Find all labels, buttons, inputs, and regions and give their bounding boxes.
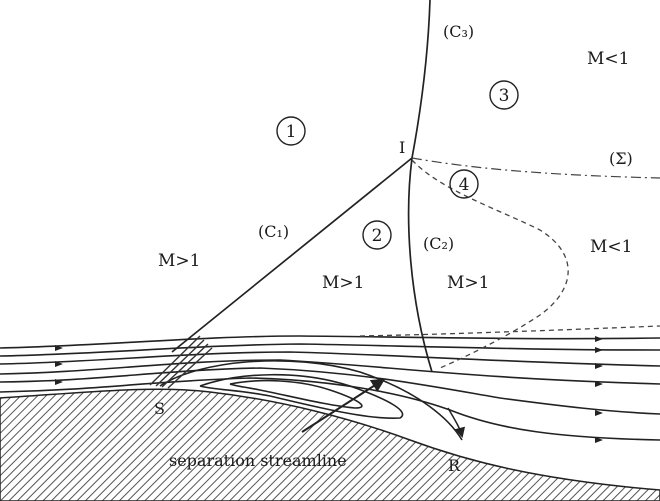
separation-streamline-caption: separation streamline: [169, 451, 347, 470]
mach-label-upper-right: M<1: [587, 49, 629, 69]
slip-line-sigma-label: (Σ): [609, 149, 633, 168]
shock-c3: [411, 0, 431, 159]
caption-pointer: [301, 378, 386, 433]
compression-fan: [149, 335, 213, 389]
region-1-label: 1: [286, 122, 297, 142]
shock-c3-label: (C₃): [443, 22, 474, 41]
sonic-line: [411, 159, 569, 369]
mach-label-upstream: M>1: [158, 251, 200, 271]
flow-arrows: [55, 336, 603, 443]
shock-c1: [171, 157, 413, 353]
mach-label-region2: M>1: [322, 273, 364, 293]
region-4-label: 4: [459, 175, 470, 195]
region-1-marker: 1: [276, 116, 306, 146]
region-2-label: 2: [372, 226, 383, 246]
region-3-label: 3: [499, 86, 510, 106]
shock-c2: [407, 157, 433, 373]
slip-line-sigma: [411, 157, 660, 179]
triple-point-label: I: [399, 138, 405, 157]
reattachment-arrow: [447, 407, 466, 439]
boundary-layer-edge: [359, 325, 660, 337]
region-3-marker: 3: [489, 80, 519, 110]
mach-label-downstream: M>1: [447, 273, 489, 293]
reattachment-point-label: R: [448, 456, 461, 475]
mach-label-lower-right: M<1: [590, 237, 632, 257]
region-4-marker: 4: [449, 169, 479, 199]
shock-c2-label: (C₂): [423, 234, 454, 253]
separation-point-label: S: [154, 399, 165, 418]
shock-c1-label: (C₁): [258, 222, 289, 241]
streamlines: [0, 335, 660, 441]
region-2-marker: 2: [362, 220, 392, 250]
wall-surface: [0, 388, 660, 501]
